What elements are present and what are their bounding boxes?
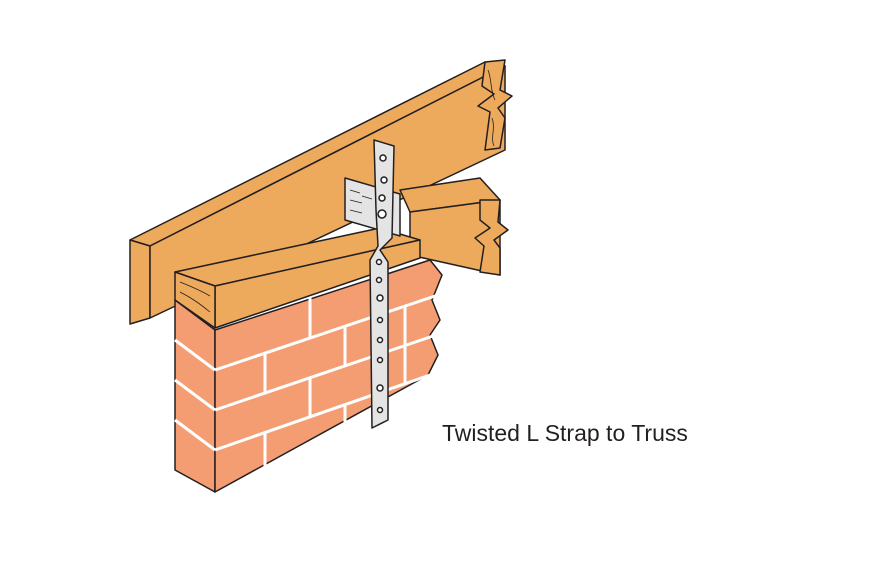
caption: Twisted L Strap to Truss xyxy=(442,420,688,446)
truss-member xyxy=(399,177,509,276)
rafter-end-grain xyxy=(477,59,513,151)
truss-rafter xyxy=(129,59,513,325)
wall-plate xyxy=(174,227,421,329)
truss-end-grain xyxy=(474,199,509,276)
strap xyxy=(344,139,401,429)
